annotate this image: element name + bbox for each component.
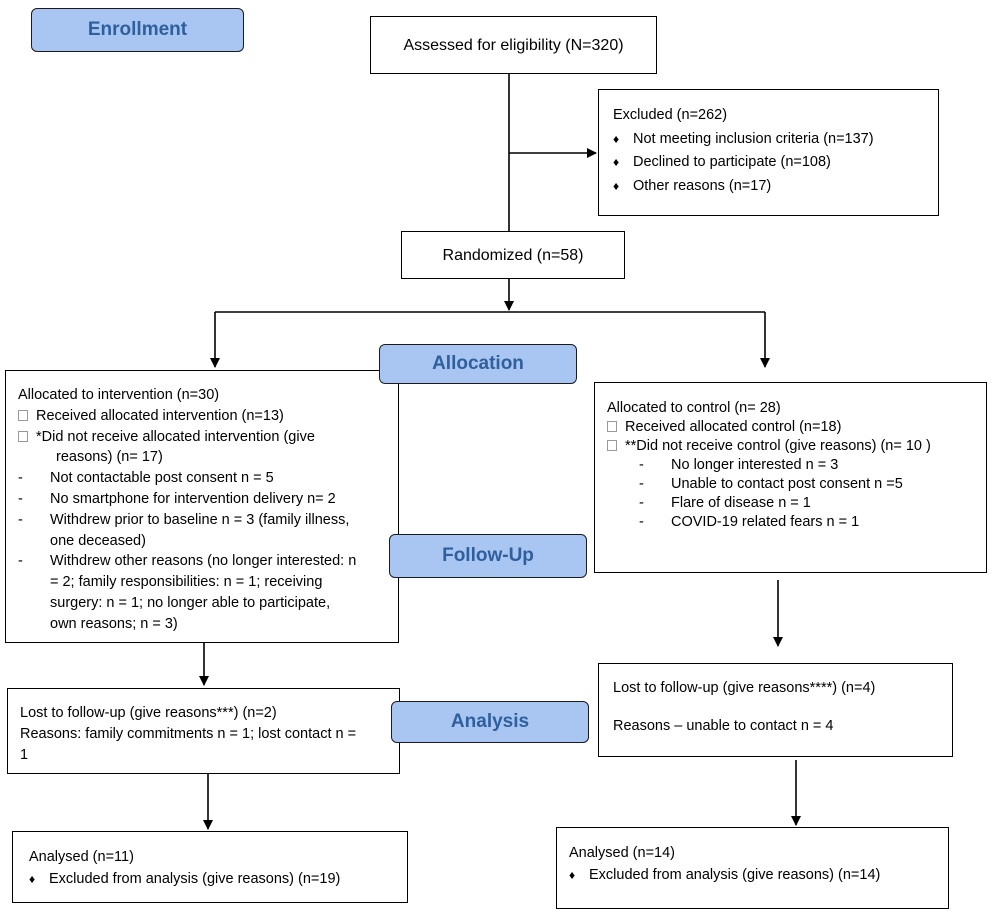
intervention-analysis-excluded: Excluded from analysis (give reasons) (n… <box>29 868 407 890</box>
control-reason: No longer interested n = 3 <box>671 457 839 473</box>
control-analysed: Analysed (n=14) <box>569 845 675 861</box>
excluded-item: Not meeting inclusion criteria (n=137) <box>613 128 938 152</box>
control-not-received: **Did not receive control (give reasons)… <box>625 438 931 454</box>
excluded-item: Other reasons (n=17) <box>613 175 938 199</box>
intervention-lost-reasons: Reasons: family commitments n = 1; lost … <box>20 726 357 742</box>
intervention-followup-box: Lost to follow-up (give reasons***) (n=2… <box>7 688 400 774</box>
excluded-title: Excluded (n=262) <box>613 107 728 123</box>
checkbox-icon <box>607 440 617 451</box>
control-received: Received allocated control (n=18) <box>625 419 842 435</box>
checkbox-icon <box>18 409 28 421</box>
control-analysis-excluded: Excluded from analysis (give reasons) (n… <box>569 864 948 886</box>
intervention-reason: Withdrew prior to baseline n = 3 (family… <box>50 511 350 528</box>
control-lost-reasons: Reasons – unable to contact n = 4 <box>613 718 834 734</box>
assessed-box: Assessed for eligibility (N=320) <box>370 16 657 74</box>
stage-follow-up: Follow-Up <box>389 534 587 578</box>
intervention-not-received: *Did not receive allocated intervention … <box>36 428 315 445</box>
intervention-reason: Not contactable post consent n = 5 <box>50 470 274 487</box>
intervention-alloc-title: Allocated to intervention (n=30) <box>18 387 220 403</box>
randomized-box: Randomized (n=58) <box>401 231 625 279</box>
intervention-reason-cont: one deceased) <box>50 532 146 549</box>
intervention-received: Received allocated intervention (n=13) <box>36 407 284 424</box>
intervention-reason-cont: own reasons; n = 3) <box>50 615 178 632</box>
control-followup-box: Lost to follow-up (give reasons****) (n=… <box>598 663 953 757</box>
intervention-reason: No smartphone for intervention delivery … <box>50 490 336 507</box>
assessed-text: Assessed for eligibility (N=320) <box>403 36 624 54</box>
intervention-analysis-box: Analysed (n=11) Excluded from analysis (… <box>12 831 408 903</box>
intervention-not-received-cont: reasons) (n= 17) <box>56 449 163 466</box>
stage-analysis: Analysis <box>391 701 589 743</box>
control-reason: Unable to contact post consent n =5 <box>671 476 903 492</box>
control-alloc-title: Allocated to control (n= 28) <box>607 400 781 416</box>
intervention-reason-cont: surgery: n = 1; no longer able to partic… <box>50 594 331 611</box>
randomized-text: Randomized (n=58) <box>442 246 584 264</box>
intervention-reason-cont: = 2; family responsibilities: n = 1; rec… <box>50 574 323 591</box>
intervention-allocation-box: Allocated to intervention (n=30) Receive… <box>5 370 399 643</box>
intervention-analysed: Analysed (n=11) <box>29 849 134 865</box>
intervention-lost-title: Lost to follow-up (give reasons***) (n=2… <box>20 705 277 721</box>
intervention-reason: Withdrew other reasons (no longer intere… <box>50 553 357 570</box>
control-lost-title: Lost to follow-up (give reasons****) (n=… <box>613 680 876 696</box>
control-reason: Flare of disease n = 1 <box>671 495 811 511</box>
control-reason: COVID-19 related fears n = 1 <box>671 514 860 530</box>
intervention-lost-reasons-cont: 1 <box>20 747 29 763</box>
control-allocation-box: Allocated to control (n= 28) Received al… <box>594 382 987 573</box>
checkbox-icon <box>18 430 28 442</box>
excluded-item: Declined to participate (n=108) <box>613 151 938 175</box>
control-analysis-box: Analysed (n=14) Excluded from analysis (… <box>556 827 949 909</box>
stage-enrollment: Enrollment <box>31 8 244 52</box>
excluded-box: Excluded (n=262) Not meeting inclusion c… <box>598 89 939 216</box>
checkbox-icon <box>607 421 617 432</box>
stage-allocation: Allocation <box>379 344 577 384</box>
